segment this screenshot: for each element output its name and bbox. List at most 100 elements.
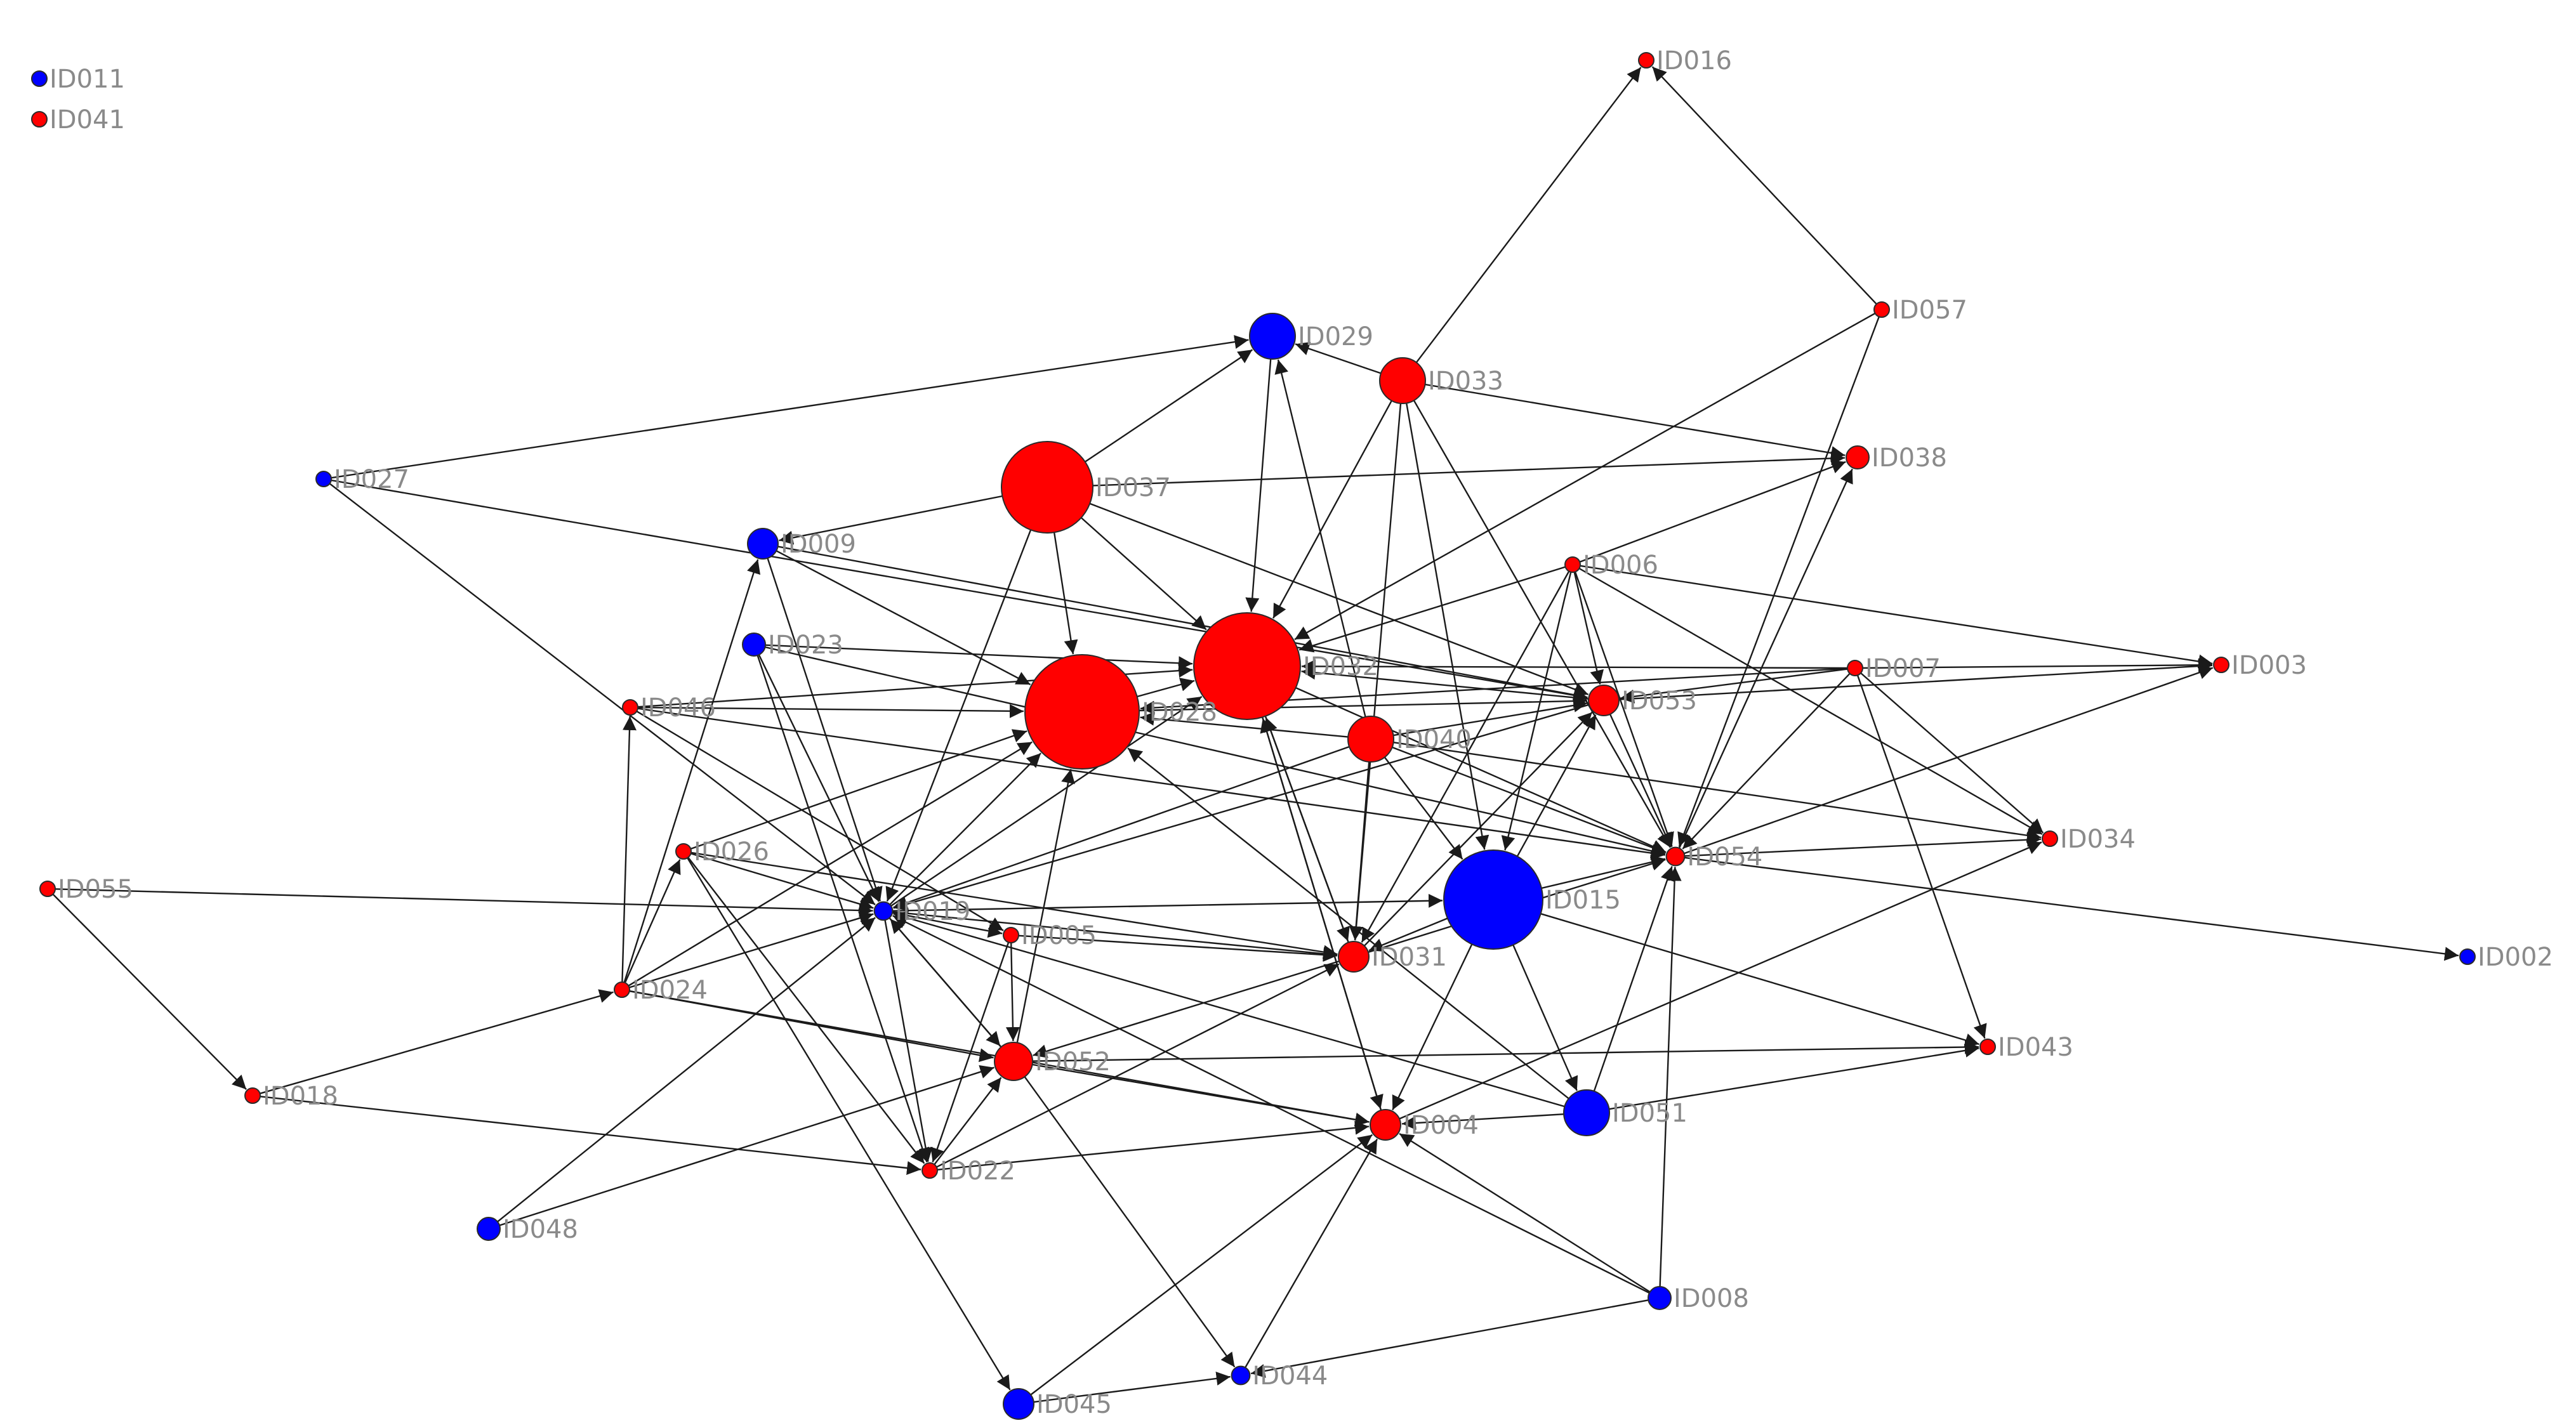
node-id006[interactable]: ID006 [1564,551,1658,580]
node-id051[interactable]: ID051 [1563,1089,1688,1136]
node-id055-circle[interactable] [39,881,56,897]
node-id043-circle[interactable] [1979,1039,1996,1055]
node-id024[interactable]: ID024 [614,976,708,1005]
node-id026[interactable]: ID026 [675,837,769,867]
node-id031-circle[interactable] [1338,941,1370,973]
node-id045-circle[interactable] [1003,1388,1034,1420]
node-id009-circle[interactable] [747,528,779,560]
node-id055[interactable]: ID055 [39,875,133,904]
node-id022-circle[interactable] [921,1162,938,1179]
node-id051-label: ID051 [1612,1099,1688,1128]
node-id029-circle[interactable] [1249,313,1296,360]
edge-id026-id045 [687,857,1011,1391]
node-id037[interactable]: ID037 [1001,441,1171,534]
node-id046-circle[interactable] [622,699,638,716]
node-id041-circle[interactable] [31,111,48,128]
node-id007[interactable]: ID007 [1847,654,1941,683]
node-id005[interactable]: ID005 [1003,921,1097,950]
node-id023-circle[interactable] [742,633,766,657]
node-id037-circle[interactable] [1001,441,1093,534]
node-id052[interactable]: ID052 [994,1042,1111,1081]
edge-id007-id034 [1860,672,2044,834]
node-id016[interactable]: ID016 [1638,46,1732,75]
node-id009[interactable]: ID009 [747,528,856,560]
node-id023[interactable]: ID023 [742,631,843,660]
node-id053[interactable]: ID053 [1588,685,1697,716]
node-id040[interactable]: ID040 [1347,716,1472,763]
node-id031[interactable]: ID031 [1338,941,1447,973]
node-id045[interactable]: ID045 [1003,1388,1112,1420]
node-id038[interactable]: ID038 [1846,443,1947,473]
edge-id054-id034 [1684,832,2042,857]
node-id038-circle[interactable] [1846,445,1870,469]
node-id044-circle[interactable] [1231,1365,1251,1386]
edge-id037-id029 [1085,349,1253,462]
node-id002[interactable]: ID002 [2459,943,2553,972]
edge-id006-id054 [1574,571,1674,847]
edge-id015-id043 [1540,913,1979,1047]
node-id005-circle[interactable] [1003,927,1019,943]
edge-id045-id044 [1033,1371,1231,1403]
node-id006-circle[interactable] [1564,556,1581,573]
node-id018-circle[interactable] [244,1087,261,1104]
node-id024-circle[interactable] [614,981,630,998]
node-id022[interactable]: ID022 [921,1157,1015,1186]
edge-id040-id028 [1140,711,1349,738]
node-id028[interactable]: ID028 [1024,654,1217,770]
node-id040-label: ID040 [1396,725,1472,754]
node-id032[interactable]: ID032 [1193,612,1378,720]
node-id044[interactable]: ID044 [1231,1361,1328,1391]
node-id054-circle[interactable] [1665,846,1686,867]
node-id011-circle[interactable] [31,70,48,87]
node-id046[interactable]: ID046 [622,693,716,723]
node-id043[interactable]: ID043 [1979,1033,2073,1062]
edge-id008-id044 [1250,1299,1649,1378]
node-id048[interactable]: ID048 [477,1215,578,1244]
node-id019[interactable]: ID019 [873,897,971,926]
node-id034-circle[interactable] [2042,830,2058,847]
node-id028-circle[interactable] [1024,654,1140,770]
edge-id022-id031 [936,963,1340,1168]
node-id002-circle[interactable] [2459,948,2476,965]
edge-id006-id053 [1573,572,1604,685]
node-id004[interactable]: ID004 [1370,1109,1479,1141]
node-id027[interactable]: ID027 [315,465,409,494]
edge-id054-id003 [1684,666,2214,855]
node-id003-circle[interactable] [2213,657,2229,673]
node-id040-circle[interactable] [1347,716,1394,763]
node-id033-circle[interactable] [1379,357,1426,404]
node-id027-circle[interactable] [315,471,332,487]
edge-id007-id054 [1682,672,1851,849]
node-id011[interactable]: ID011 [31,65,125,94]
edge-id037-id053 [1089,502,1589,697]
node-id032-circle[interactable] [1193,612,1301,720]
node-id018[interactable]: ID018 [244,1082,338,1111]
edge-id024-id046 [621,716,637,983]
node-id057-circle[interactable] [1873,301,1890,318]
node-id016-circle[interactable] [1638,52,1655,69]
node-id026-circle[interactable] [675,843,692,860]
node-id015-circle[interactable] [1443,849,1543,950]
node-id041[interactable]: ID041 [31,105,125,134]
node-id003[interactable]: ID003 [2213,651,2307,680]
node-id004-circle[interactable] [1370,1109,1401,1141]
node-id019-circle[interactable] [873,901,894,921]
node-id045-label: ID045 [1036,1390,1112,1419]
node-id007-circle[interactable] [1847,660,1863,676]
node-id052-circle[interactable] [994,1042,1033,1081]
node-id007-label: ID007 [1865,654,1941,683]
edge-id019-id005 [892,912,1003,938]
node-id029[interactable]: ID029 [1249,313,1373,360]
node-id048-circle[interactable] [477,1217,501,1241]
edge-id005-id022 [930,941,1010,1163]
node-id033[interactable]: ID033 [1379,357,1503,404]
node-id008-circle[interactable] [1648,1286,1672,1310]
node-id008[interactable]: ID008 [1648,1284,1749,1313]
node-id057[interactable]: ID057 [1873,296,1967,325]
edge-id040-id031 [1349,761,1370,941]
node-id015[interactable]: ID015 [1443,849,1621,950]
node-id053-circle[interactable] [1588,685,1620,716]
node-id034[interactable]: ID034 [2042,825,2136,854]
node-id054[interactable]: ID054 [1665,843,1763,872]
node-id051-circle[interactable] [1563,1089,1610,1136]
